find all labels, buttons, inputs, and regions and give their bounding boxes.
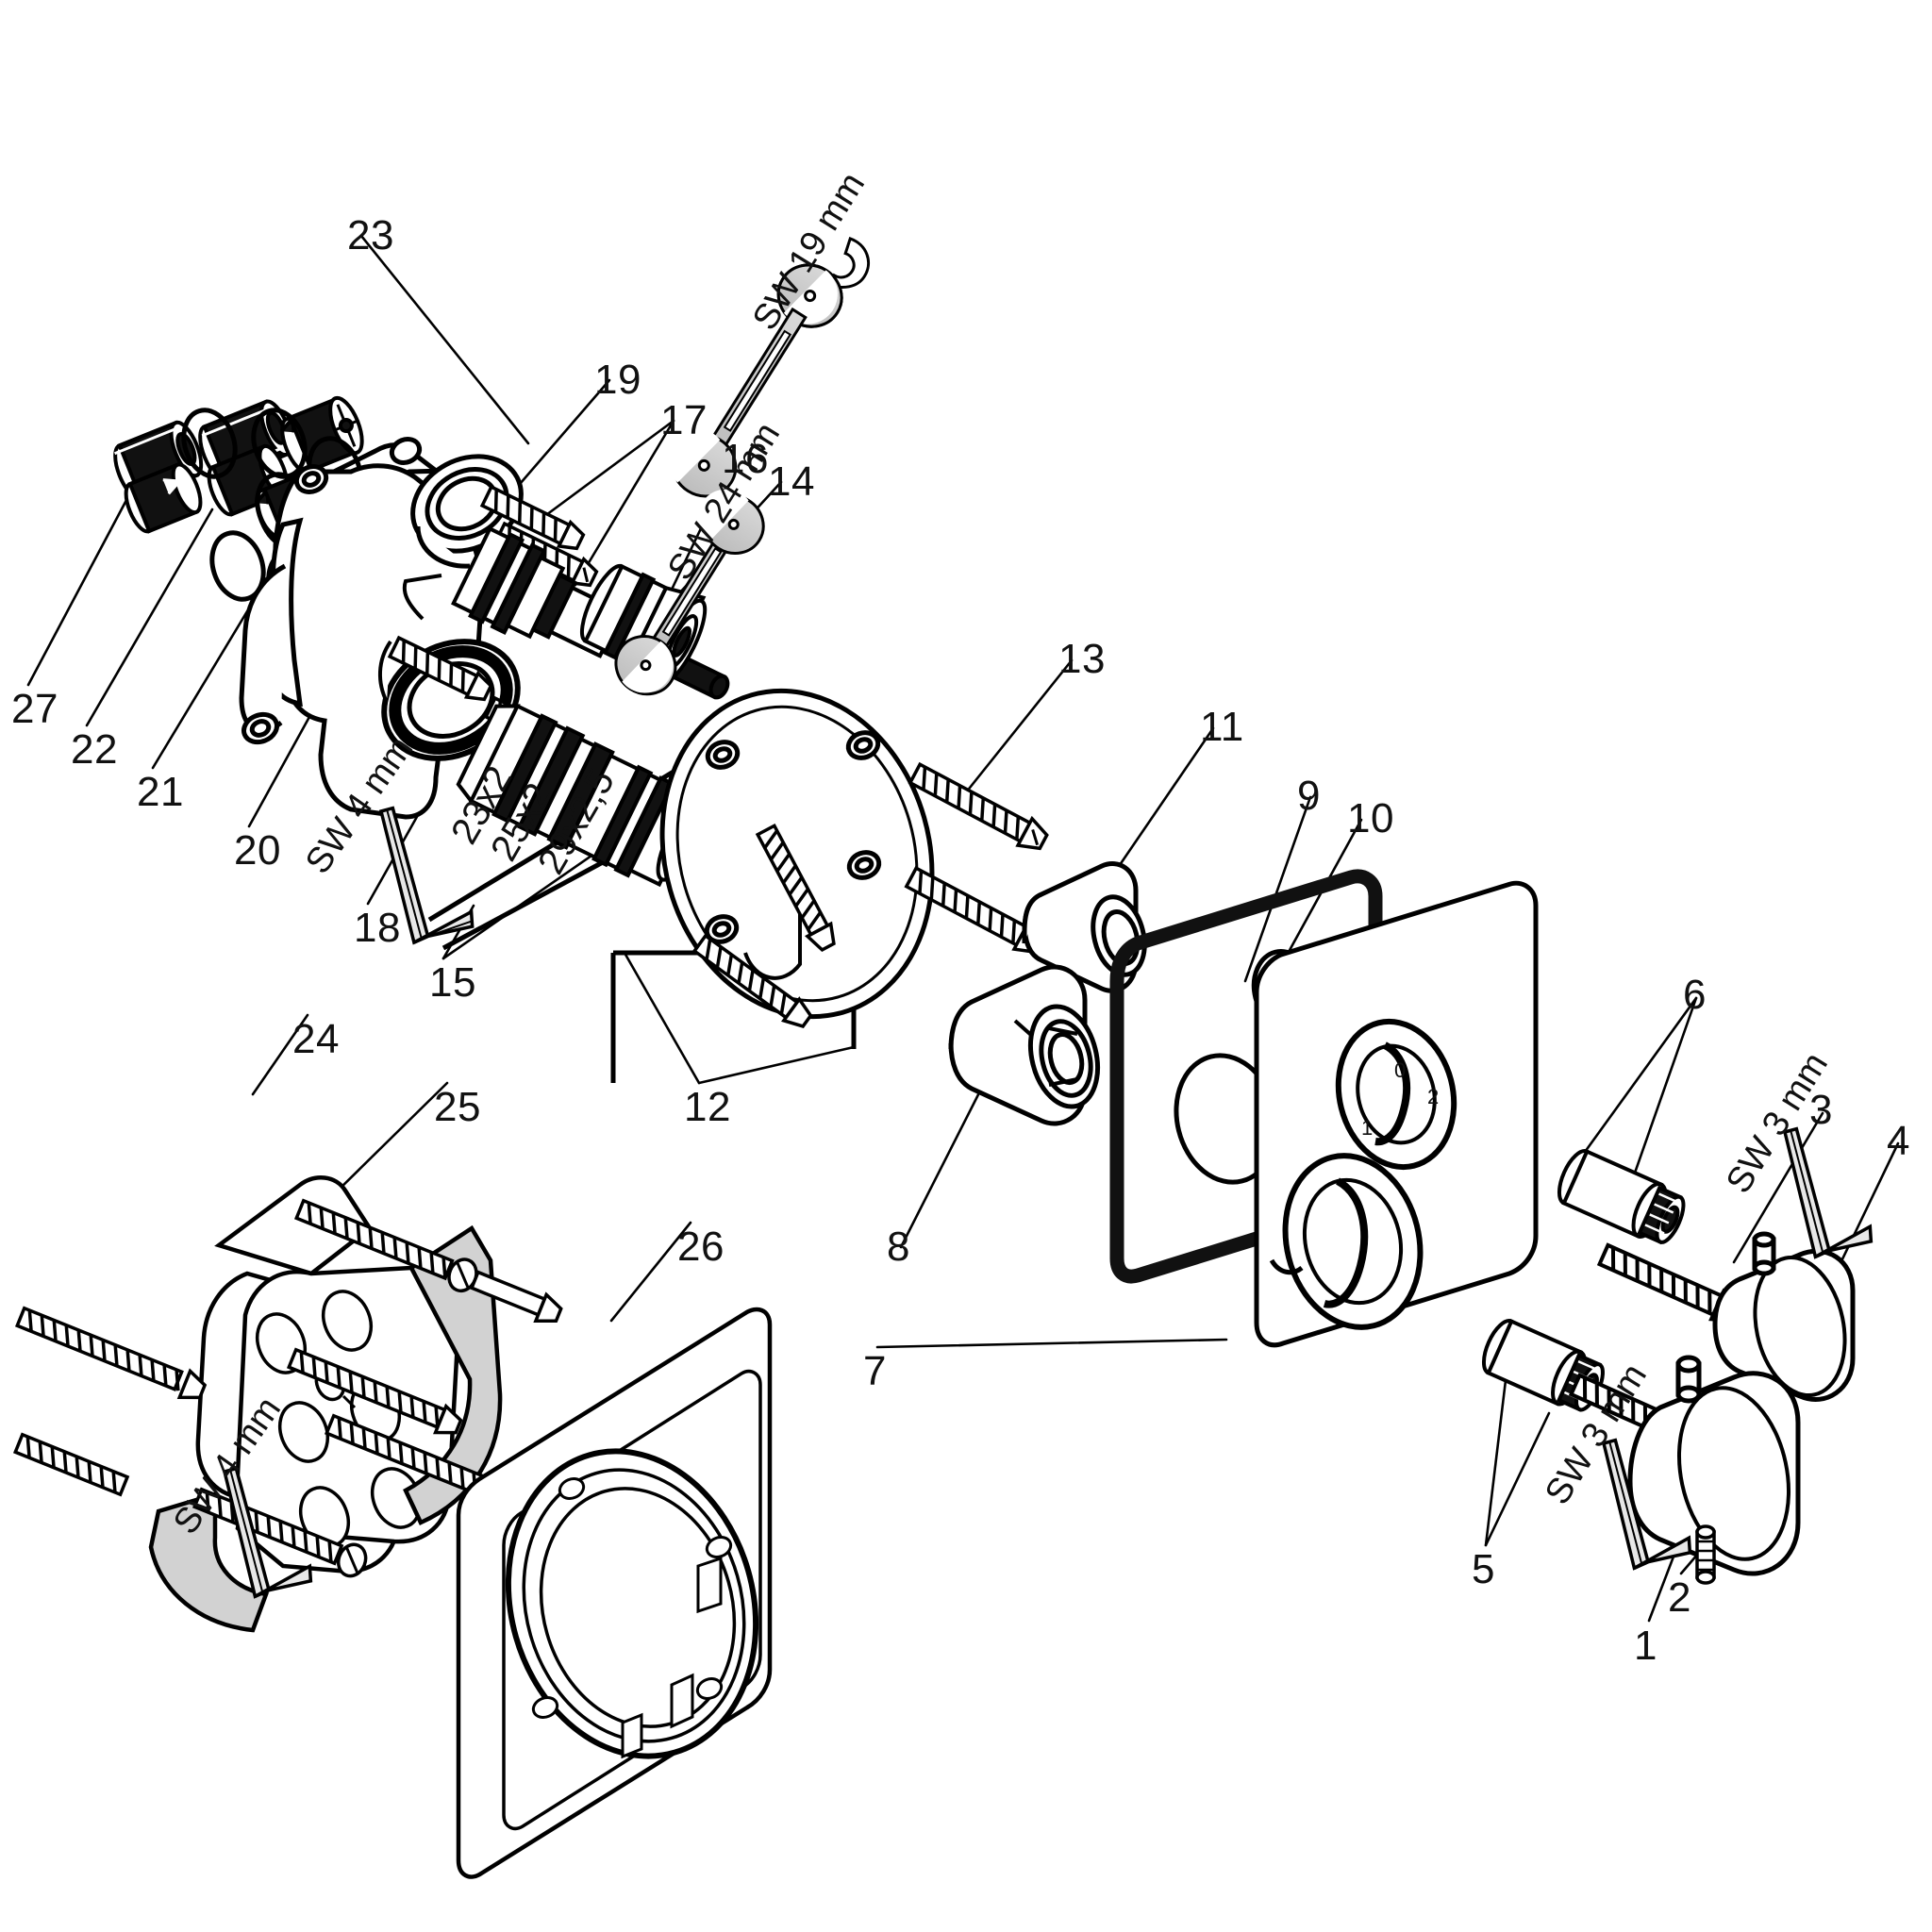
part-1-handle-large xyxy=(1627,1355,1801,1576)
callout-8: 8 xyxy=(887,1224,910,1270)
callout-3: 3 xyxy=(1809,1087,1833,1133)
tool-wrench-sw24 xyxy=(614,489,765,696)
part-2-grub-screw xyxy=(1695,1524,1716,1585)
tool-allen-key-sw4-upper xyxy=(378,806,475,945)
tool-allen-key-sw3-lower xyxy=(1601,1438,1692,1571)
part-12-mounting-flange xyxy=(659,688,935,1020)
callout-7: 7 xyxy=(863,1348,887,1394)
callout-14: 14 xyxy=(768,458,815,505)
callout-22: 22 xyxy=(71,726,118,773)
callout-19: 19 xyxy=(594,357,641,403)
callout-17: 17 xyxy=(660,397,708,443)
tool-wrench-sw19 xyxy=(666,237,870,498)
callout-11: 11 xyxy=(1200,704,1244,750)
callout-6: 6 xyxy=(1683,972,1707,1018)
callout-2: 2 xyxy=(1668,1574,1691,1621)
callout-12: 12 xyxy=(684,1084,731,1130)
callout-4: 4 xyxy=(1887,1118,1910,1164)
callout-26: 26 xyxy=(677,1224,724,1270)
dial-marking-2: 2 xyxy=(1427,1085,1440,1108)
tool-allen-key-sw3-upper xyxy=(1782,1126,1874,1259)
callout-23: 23 xyxy=(347,212,394,258)
callout-16: 16 xyxy=(722,436,769,482)
callout-18: 18 xyxy=(354,905,401,951)
callout-21: 21 xyxy=(137,769,184,815)
callout-5: 5 xyxy=(1472,1546,1495,1592)
part-6-adapter-bushings xyxy=(1557,1148,1742,1324)
callout-15: 15 xyxy=(429,959,476,1006)
part-24-mounting-bracket xyxy=(148,1175,503,1633)
callout-20: 20 xyxy=(234,827,281,874)
part-26-wall-box xyxy=(456,1307,773,1879)
callout-27: 27 xyxy=(11,686,58,732)
part-25-bracket-screws xyxy=(12,1198,576,1578)
callout-1: 1 xyxy=(1634,1623,1657,1669)
part-7-escutcheon-plate xyxy=(1254,880,1539,1348)
part-16-thermostatic-cartridge xyxy=(456,703,745,888)
dial-marking-1: 1 xyxy=(1361,1116,1374,1140)
callout-9: 9 xyxy=(1297,773,1321,819)
part-8-extension-sleeve-large xyxy=(948,964,1100,1126)
dial-marking-0: 0 xyxy=(1394,1058,1407,1082)
callout-13: 13 xyxy=(1058,636,1106,682)
part-12-flange-screws xyxy=(691,823,836,1028)
callout-24: 24 xyxy=(292,1016,340,1062)
callout-10: 10 xyxy=(1347,795,1394,841)
tool-allen-key-sw4-lower xyxy=(222,1466,313,1599)
callout-25: 25 xyxy=(434,1084,481,1130)
